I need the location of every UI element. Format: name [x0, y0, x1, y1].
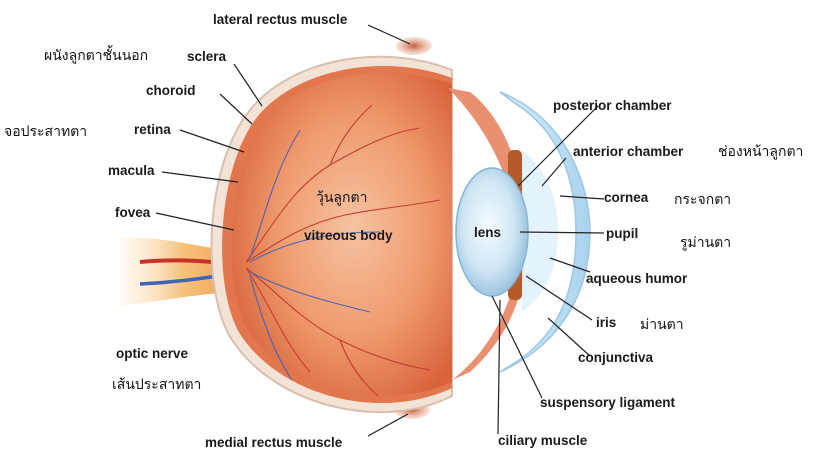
label-medial-rectus-muscle: medial rectus muscle	[205, 436, 342, 450]
label-cornea: cornea	[604, 191, 648, 205]
thai-label-sclera: ผนังลูกตาชั้นนอก	[44, 49, 148, 63]
label-posterior-chamber: posterior chamber	[553, 99, 672, 113]
thai-label-optic-nerve: เส้นประสาทตา	[112, 378, 201, 392]
label-ciliary-muscle: ciliary muscle	[498, 434, 587, 448]
label-pupil: pupil	[606, 227, 638, 241]
label-sclera: sclera	[187, 50, 226, 64]
label-anterior-chamber: anterior chamber	[573, 145, 683, 159]
label-iris: iris	[596, 316, 616, 330]
thai-label-vitreous-body: วุ้นลูกตา	[316, 191, 367, 205]
label-fovea: fovea	[115, 206, 150, 220]
thai-label-retina: จอประสาทตา	[4, 125, 87, 139]
label-suspensory-ligament: suspensory ligament	[540, 396, 675, 410]
label-optic-nerve: optic nerve	[116, 347, 188, 361]
thai-label-anterior-chamber: ช่องหน้าลูกตา	[718, 145, 803, 159]
label-lens: lens	[474, 226, 501, 240]
thai-label-cornea: กระจกตา	[674, 193, 731, 207]
thai-label-iris: ม่านตา	[640, 318, 684, 332]
label-conjunctiva: conjunctiva	[578, 351, 653, 365]
label-lateral-rectus-muscle: lateral rectus muscle	[213, 13, 347, 27]
thai-label-pupil: รูม่านตา	[680, 236, 731, 250]
label-macula: macula	[108, 164, 155, 178]
label-aqueous-humor: aqueous humor	[586, 272, 687, 286]
label-vitreous-body: vitreous body	[304, 229, 393, 243]
label-choroid: choroid	[146, 84, 196, 98]
label-retina: retina	[134, 123, 171, 137]
